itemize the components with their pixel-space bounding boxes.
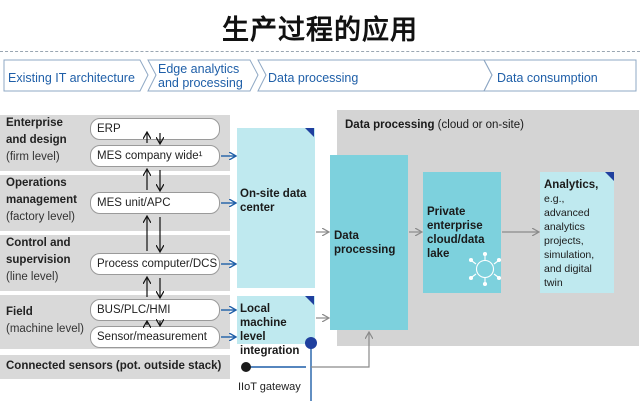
data-lake-label: Private enterprise cloud/data lake bbox=[427, 206, 485, 260]
onsite-data-center-box bbox=[237, 128, 315, 288]
stage-existing-it: Existing IT architecture bbox=[8, 71, 135, 85]
stage-data-processing: Data processing bbox=[268, 71, 359, 85]
gateway-label: IIoT gateway bbox=[238, 381, 301, 393]
level-control: Control and supervision (line level) bbox=[6, 235, 94, 286]
system-mes-company: MES company wide¹ bbox=[90, 145, 220, 167]
system-mes-unit: MES unit/APC bbox=[90, 192, 220, 214]
analytics-title: Analytics, bbox=[544, 179, 599, 191]
level-field-sub: (machine level) bbox=[6, 323, 84, 335]
level-enterprise-title: Enterprise and design bbox=[6, 117, 67, 146]
system-process-computer: Process computer/DCS bbox=[90, 253, 220, 275]
connected-sensors-label: Connected sensors (pot. outside stack) bbox=[6, 360, 222, 372]
stage-data-consumption: Data consumption bbox=[497, 71, 598, 85]
onsite-data-center-label: On-site data center bbox=[240, 188, 307, 214]
stage-chevron-existing-it bbox=[3, 59, 149, 92]
data-processing-area-title: Data processing (cloud or on-site) bbox=[345, 119, 524, 131]
level-enterprise-sub: (firm level) bbox=[6, 151, 60, 163]
page-title: 生产过程的应用 bbox=[222, 15, 418, 46]
level-operations-sub: (factory level) bbox=[6, 211, 76, 223]
analytics-body: e.g., advanced analytics projects, simul… bbox=[544, 193, 595, 289]
onsite-corner-marker bbox=[305, 128, 314, 137]
band-connected-sensors bbox=[0, 355, 230, 379]
level-field: Field (machine level) bbox=[6, 304, 94, 338]
local-integration-label: Local machine level integration bbox=[240, 303, 300, 357]
stage-chevron-edge bbox=[147, 59, 259, 92]
system-sensor: Sensor/measurement bbox=[90, 326, 220, 348]
level-operations-title: Operations management bbox=[6, 177, 77, 206]
local-integration-box bbox=[237, 296, 315, 344]
analytics-corner-marker bbox=[605, 172, 614, 181]
level-enterprise: Enterprise and design (firm level) bbox=[6, 115, 94, 166]
header-divider bbox=[0, 51, 640, 52]
stage-chevron-data-consumption bbox=[483, 59, 637, 92]
level-operations: Operations management (factory level) bbox=[6, 175, 94, 226]
data-processing-box bbox=[330, 155, 408, 330]
level-field-title: Field bbox=[6, 306, 33, 318]
level-control-title: Control and supervision bbox=[6, 237, 71, 266]
connected-sensor-dot bbox=[241, 362, 251, 372]
analytics-text: Analytics, e.g., advanced analytics proj… bbox=[544, 178, 614, 290]
level-control-sub: (line level) bbox=[6, 271, 59, 283]
data-processing-label: Data processing bbox=[334, 230, 396, 256]
local-corner-marker bbox=[305, 296, 314, 305]
system-bus-plc-hmi: BUS/PLC/HMI bbox=[90, 299, 220, 321]
stage-edge-analytics: Edge analytics and processing bbox=[158, 62, 243, 90]
stage-header bbox=[3, 59, 637, 92]
system-erp: ERP bbox=[90, 118, 220, 140]
analytics-box bbox=[540, 172, 614, 293]
